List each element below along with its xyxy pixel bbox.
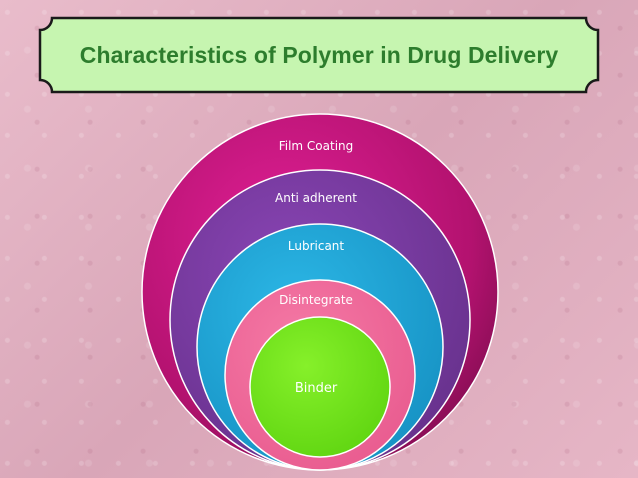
page-title: Characteristics of Polymer in Drug Deliv…: [79, 41, 559, 68]
layer-anti-adherent-label: Anti adherent: [275, 191, 357, 205]
layer-binder-label: Binder: [295, 381, 338, 396]
title-banner: Characteristics of Polymer in Drug Deliv…: [38, 16, 600, 94]
layer-binder-circle: [249, 316, 391, 458]
title-banner-frame: [38, 16, 600, 94]
layer-film-coating-label: Film Coating: [279, 139, 354, 153]
layer-disintegrate-label: Disintegrate: [279, 293, 353, 307]
layer-lubricant-label: Lubricant: [288, 239, 345, 253]
